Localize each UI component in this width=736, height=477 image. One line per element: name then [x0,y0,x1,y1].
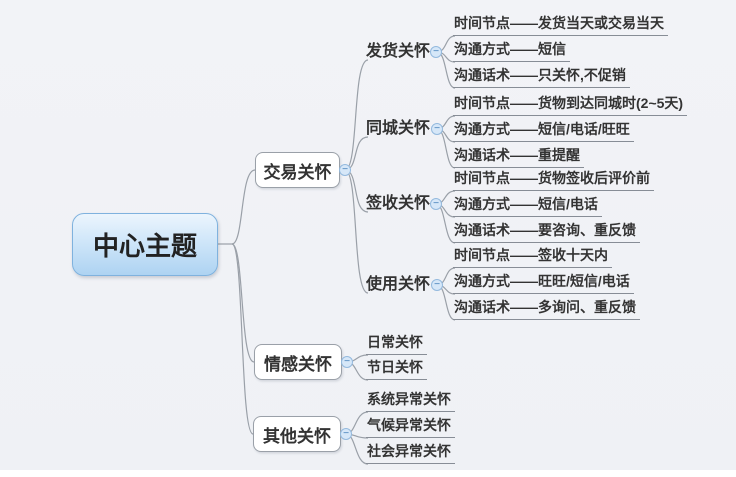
topic-shipping-care[interactable]: 发货关怀 [366,43,431,60]
topic-samecity-care[interactable]: 同城关怀 [366,120,431,137]
collapse-icon[interactable]: − [430,198,442,210]
leaf-samecity-time[interactable]: 时间节点——货物到达同城时(2~5天) [453,95,688,116]
leaf-shipping-script[interactable]: 沟通话术——只关怀,不促销 [453,67,630,88]
leaf-receipt-time[interactable]: 时间节点——货物签收后评价前 [453,170,654,191]
collapse-icon[interactable]: − [339,164,351,176]
collapse-icon[interactable]: − [430,46,442,58]
leaf-holiday-care[interactable]: 节日关怀 [366,359,427,380]
leaf-usage-channel[interactable]: 沟通方式——旺旺/短信/电话 [453,273,634,294]
leaf-samecity-channel[interactable]: 沟通方式——短信/电话/旺旺 [453,121,634,142]
leaf-receipt-channel[interactable]: 沟通方式——短信/电话 [453,196,602,217]
leaf-usage-script[interactable]: 沟通话术——多询问、重反馈 [453,299,640,320]
topic-receipt-care[interactable]: 签收关怀 [366,195,431,212]
canvas-bottom-margin [0,470,736,477]
central-topic-node[interactable]: 中心主题 [72,213,218,276]
collapse-icon[interactable]: − [431,123,443,135]
leaf-daily-care[interactable]: 日常关怀 [366,334,427,355]
leaf-system-anomaly-care[interactable]: 系统异常关怀 [366,391,455,412]
collapse-icon[interactable]: − [341,356,353,368]
leaf-samecity-script[interactable]: 沟通话术——重提醒 [453,147,584,168]
leaf-weather-anomaly-care[interactable]: 气候异常关怀 [366,417,455,438]
collapse-icon[interactable]: − [340,428,352,440]
topic-usage-care[interactable]: 使用关怀 [366,276,431,293]
leaf-shipping-channel[interactable]: 沟通方式——短信 [453,41,570,62]
topic-transaction-care[interactable]: 交易关怀 [255,152,340,188]
topic-other-care[interactable]: 其他关怀 [253,416,341,452]
collapse-icon[interactable]: − [431,279,443,291]
leaf-social-anomaly-care[interactable]: 社会异常关怀 [366,443,455,464]
topic-emotion-care[interactable]: 情感关怀 [254,344,342,380]
leaf-usage-time[interactable]: 时间节点——签收十天内 [453,247,612,268]
leaf-receipt-script[interactable]: 沟通话术——要咨询、重反馈 [453,222,640,243]
leaf-shipping-time[interactable]: 时间节点——发货当天或交易当天 [453,15,668,36]
